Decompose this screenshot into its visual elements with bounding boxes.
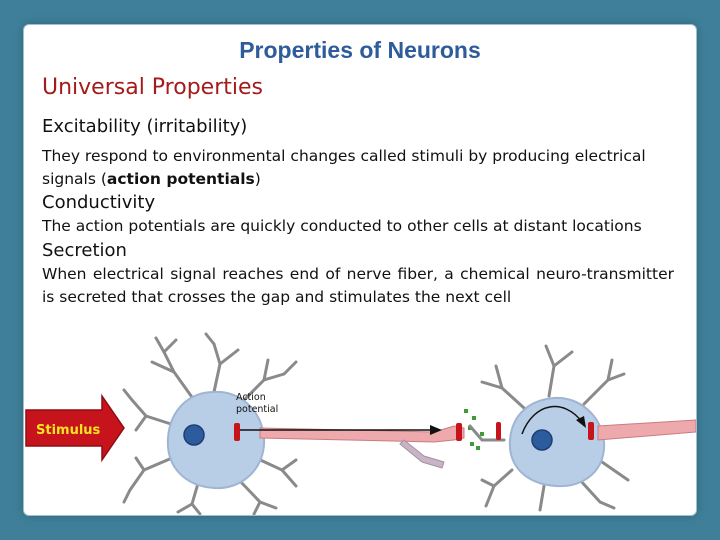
curved-signal-arrow xyxy=(521,405,583,435)
neuron-2-nucleus xyxy=(531,429,553,451)
heading-excitability: Excitability (irritability) xyxy=(42,116,248,137)
action-potential-label-2: potential xyxy=(236,404,278,415)
neuron-1-body xyxy=(166,390,266,490)
heading-secretion: Secretion xyxy=(42,240,127,261)
neuron-2-dendrites xyxy=(468,344,630,512)
axon-2 xyxy=(597,419,696,441)
neuron-diagram: Action potential Stimulus xyxy=(25,332,696,515)
curved-signal-arrow-head xyxy=(576,416,586,428)
receptor-marker xyxy=(496,422,501,440)
axon-1-branch xyxy=(399,439,445,469)
text-excitability-part2: ) xyxy=(254,170,261,188)
neuron-1-dendrites xyxy=(122,332,298,515)
text-secretion: When electrical signal reaches end of ne… xyxy=(42,265,674,306)
text-conductivity: The action potentials are quickly conduc… xyxy=(42,217,642,235)
action-potential-marker-1 xyxy=(234,423,240,441)
action-potential-marker-2 xyxy=(588,422,594,440)
stimulus-arrow xyxy=(25,393,125,463)
neuron-2-body xyxy=(508,396,606,488)
text-excitability-part1: They respond to environmental changes ca… xyxy=(42,147,646,188)
heading-conductivity: Conductivity xyxy=(42,192,156,213)
text-excitability: They respond to environmental changes ca… xyxy=(42,145,674,191)
slide: Properties of Neurons Universal Properti… xyxy=(24,25,696,515)
axon-terminal-marker xyxy=(456,423,462,441)
action-potential-label-1: Action xyxy=(236,392,266,403)
section-title: Universal Properties xyxy=(42,75,263,100)
stimulus-label: Stimulus xyxy=(36,423,101,438)
text-excitability-bold: action potentials xyxy=(106,170,255,188)
neuron-1-nucleus xyxy=(183,424,205,446)
slide-title: Properties of Neurons xyxy=(239,37,481,63)
signal-arrow-head xyxy=(430,425,442,435)
